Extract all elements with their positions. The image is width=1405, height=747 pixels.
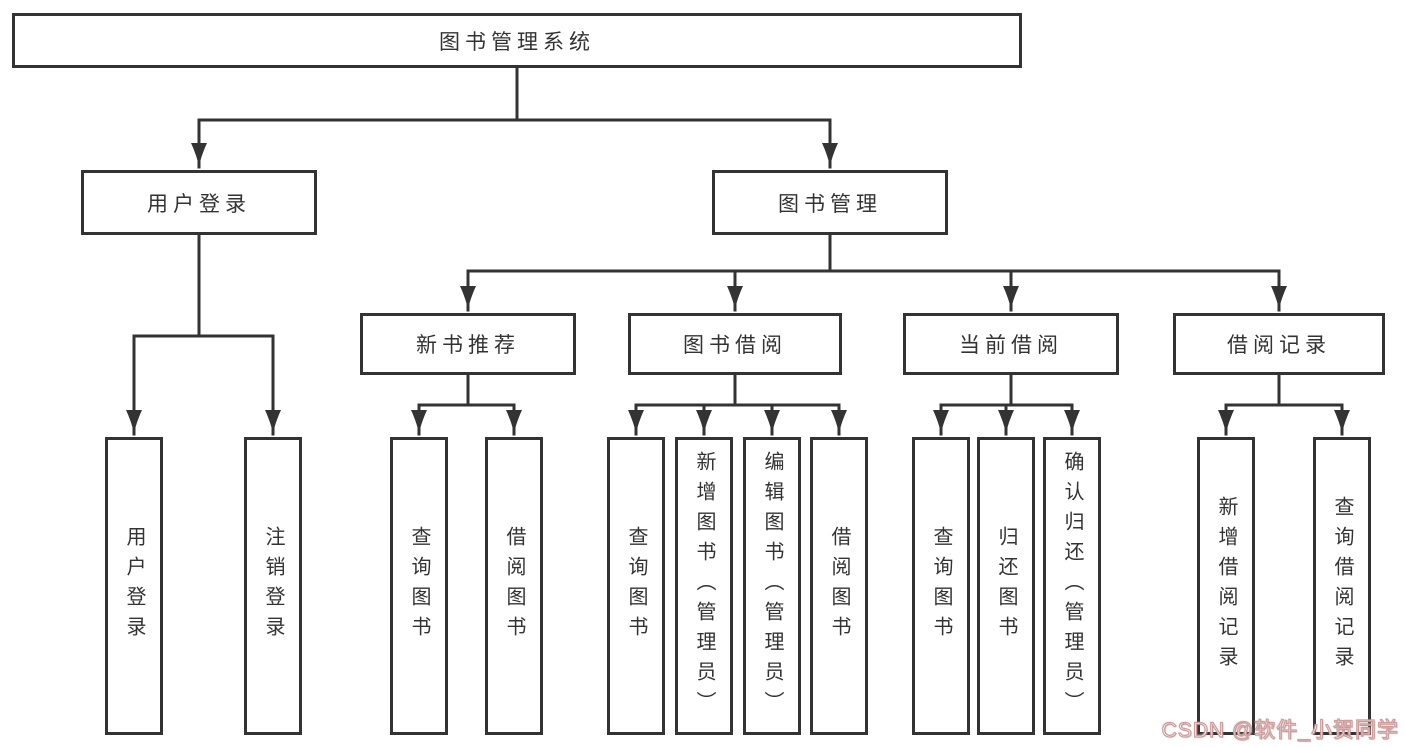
node-new-book-recommend: 新书推荐 — [360, 313, 576, 375]
connector-group — [126, 66, 1350, 436]
leaf-logout: 注销登录 — [244, 437, 302, 735]
node-book-borrow-label: 图书借阅 — [683, 334, 787, 357]
leaf-add-books-admin-label: 新增图书（管理员） — [693, 451, 715, 721]
leaf-query-borrow-record-label: 查询借阅记录 — [1331, 496, 1353, 676]
leaf-query-books-recommend-label: 查询图书 — [408, 526, 430, 646]
csdn-watermark: CSDN @软件_小贺同学 — [1161, 718, 1399, 742]
leaf-add-books-admin: 新增图书（管理员） — [675, 437, 733, 735]
leaf-borrow-books-recommend-label: 借阅图书 — [503, 526, 525, 646]
leaf-user-login-label: 用户登录 — [123, 526, 145, 646]
leaf-query-books-recommend: 查询图书 — [390, 437, 448, 735]
node-borrow-records-label: 借阅记录 — [1227, 334, 1331, 357]
wire-book-mgmt-split — [466, 233, 1281, 273]
node-book-borrow: 图书借阅 — [628, 313, 842, 375]
leaf-edit-books-admin: 编辑图书（管理员） — [743, 437, 801, 735]
leaf-add-borrow-record-label: 新增借阅记录 — [1215, 496, 1237, 676]
node-book-management: 图书管理 — [712, 170, 948, 235]
node-current-borrow-label: 当前借阅 — [959, 334, 1063, 357]
wire-root-split — [197, 66, 832, 122]
wire-new-book-split — [417, 373, 516, 407]
wire-book-borrow-split — [634, 373, 841, 407]
leaf-return-books: 归还图书 — [977, 437, 1035, 735]
leaf-confirm-return-admin: 确认归还（管理员） — [1043, 437, 1101, 735]
node-new-book-recommend-label: 新书推荐 — [416, 334, 520, 357]
node-user-login-branch-label: 用户登录 — [147, 192, 251, 216]
leaf-query-books-borrow-label: 查询图书 — [625, 526, 647, 646]
node-book-management-label: 图书管理 — [778, 192, 882, 216]
leaf-confirm-return-admin-label: 确认归还（管理员） — [1061, 451, 1083, 721]
node-root-system: 图书管理系统 — [12, 13, 1022, 68]
leaf-query-books-current: 查询图书 — [912, 437, 970, 735]
node-borrow-records: 借阅记录 — [1173, 313, 1385, 375]
leaf-return-books-label: 归还图书 — [995, 526, 1017, 646]
leaf-edit-books-admin-label: 编辑图书（管理员） — [761, 451, 783, 721]
leaf-query-books-current-label: 查询图书 — [930, 526, 952, 646]
node-current-borrow: 当前借阅 — [903, 313, 1119, 375]
wire-user-login-split — [132, 233, 275, 338]
leaf-borrow-books-label: 借阅图书 — [828, 526, 850, 646]
leaf-borrow-books: 借阅图书 — [810, 437, 868, 735]
leaf-borrow-books-recommend: 借阅图书 — [485, 437, 543, 735]
node-root-label: 图书管理系统 — [439, 30, 595, 54]
node-user-login-branch: 用户登录 — [81, 170, 317, 235]
leaf-user-login: 用户登录 — [105, 437, 163, 735]
leaf-query-borrow-record: 查询借阅记录 — [1313, 437, 1371, 735]
leaf-logout-label: 注销登录 — [262, 526, 284, 646]
wire-current-borrow-split — [939, 373, 1074, 407]
leaf-add-borrow-record: 新增借阅记录 — [1197, 437, 1255, 735]
wire-borrow-records-split — [1224, 373, 1344, 407]
leaf-query-books-borrow: 查询图书 — [607, 437, 665, 735]
